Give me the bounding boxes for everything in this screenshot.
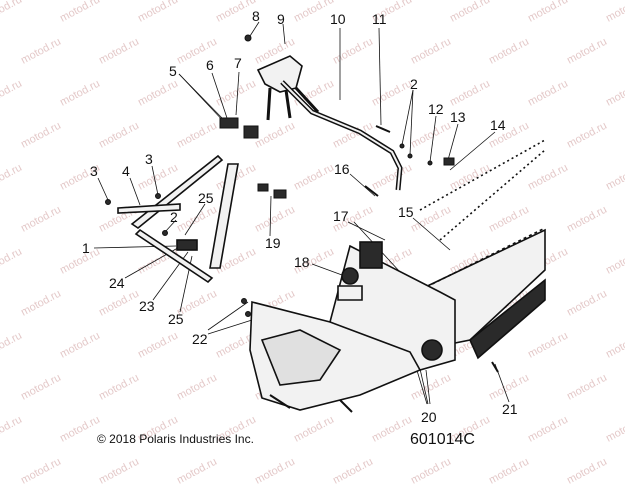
callout-23: 23 (139, 298, 155, 314)
callout-16: 16 (334, 161, 350, 177)
callout-3-right: 3 (145, 151, 153, 167)
diagram-id: 601014C (410, 431, 475, 448)
callout-4: 4 (122, 163, 130, 179)
tunnel-chassis (329, 139, 546, 371)
callout-11: 11 (372, 11, 387, 27)
fasteners (105, 34, 499, 373)
steering-post-assembly (256, 55, 403, 191)
exploded-parts-diagram (93, 21, 546, 413)
callout-8: 8 (252, 8, 260, 24)
callout-5: 5 (169, 63, 177, 79)
callout-21: 21 (502, 401, 518, 417)
callout-14: 14 (490, 117, 506, 133)
callout-13: 13 (450, 109, 466, 125)
callout-25-bottom: 25 (168, 311, 184, 327)
callout-2-top: 2 (410, 76, 418, 92)
copyright-text: © 2018 Polaris Industries Inc. (97, 432, 254, 446)
callout-22: 22 (192, 331, 208, 347)
front-bulkhead (249, 267, 422, 413)
callout-15: 15 (398, 204, 414, 220)
callout-6: 6 (206, 57, 214, 73)
callout-1: 1 (82, 240, 90, 256)
callout-17: 17 (333, 208, 349, 224)
callout-2-mid: 2 (170, 209, 178, 225)
callout-20: 20 (421, 409, 437, 425)
callout-25-top: 25 (198, 190, 214, 206)
callout-7: 7 (234, 55, 242, 71)
callout-12: 12 (428, 101, 444, 117)
callout-24: 24 (109, 275, 125, 291)
callout-10: 10 (330, 11, 346, 27)
callout-9: 9 (277, 11, 285, 27)
callout-18: 18 (294, 254, 310, 270)
front-brace-frame (117, 154, 239, 284)
callout-19: 19 (265, 235, 281, 251)
callout-3-left: 3 (90, 163, 98, 179)
